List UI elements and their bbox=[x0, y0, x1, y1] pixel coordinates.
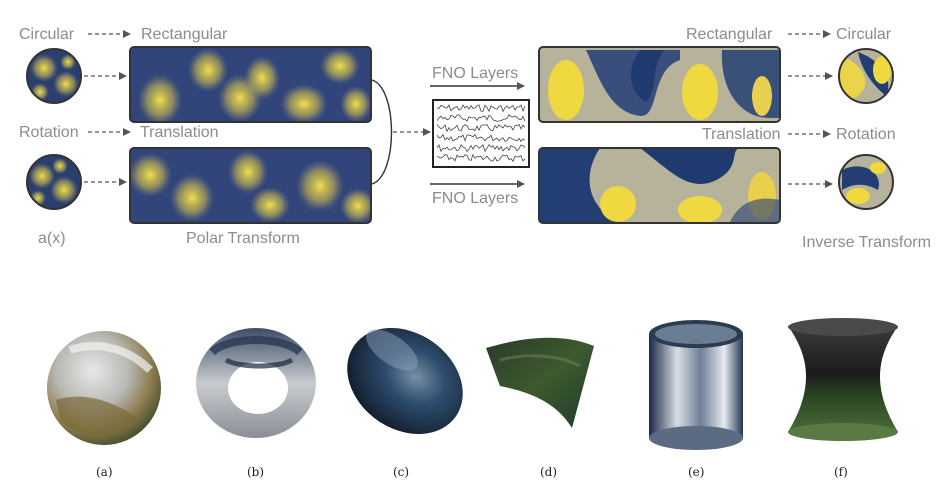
label-circular-left: Circular bbox=[19, 26, 75, 43]
caption-b: (b) bbox=[247, 465, 265, 479]
shape-cylinder bbox=[649, 320, 743, 450]
label-inverse-transform: Inverse Transform bbox=[802, 234, 931, 251]
input-circle-top bbox=[27, 49, 81, 103]
caption-d: (d) bbox=[540, 465, 558, 479]
input-circle-bottom bbox=[27, 155, 81, 209]
polar-field-top-border bbox=[129, 46, 372, 123]
output-field-top bbox=[539, 47, 780, 122]
label-input-function: a(x) bbox=[38, 230, 66, 247]
label-translation-left: Translation bbox=[140, 124, 219, 141]
shape-ellipsoid bbox=[347, 327, 463, 435]
label-rotation-right: Rotation bbox=[836, 126, 896, 143]
caption-c: (c) bbox=[393, 465, 410, 479]
caption-f: (f) bbox=[834, 465, 848, 479]
merge-bracket bbox=[371, 79, 393, 185]
label-fno-top: FNO Layers bbox=[432, 65, 519, 82]
fno-signal-lines bbox=[436, 104, 526, 163]
input-circle-bottom-border bbox=[26, 154, 82, 210]
label-polar-transform: Polar Transform bbox=[186, 230, 300, 247]
caption-e: (e) bbox=[688, 465, 705, 479]
output-circle-top-border bbox=[838, 48, 894, 104]
polar-field-bottom-border bbox=[129, 147, 372, 224]
caption-a: (a) bbox=[96, 465, 113, 479]
shape-curved-patch bbox=[486, 337, 594, 428]
label-translation-right: Translation bbox=[702, 126, 781, 143]
label-rectangular-left: Rectangular bbox=[141, 26, 228, 43]
shape-sphere bbox=[47, 331, 161, 445]
label-rotation-left: Rotation bbox=[19, 124, 79, 141]
output-circle-bottom-border bbox=[838, 154, 894, 210]
label-circular-right: Circular bbox=[836, 26, 892, 43]
output-field-bottom-border bbox=[538, 147, 781, 224]
polar-field-bottom bbox=[130, 148, 371, 223]
output-field-top-border bbox=[538, 46, 781, 123]
label-fno-bottom: FNO Layers bbox=[432, 190, 519, 207]
polar-field-top bbox=[130, 47, 371, 122]
shape-hyperboloid bbox=[788, 318, 898, 441]
output-circle-bottom bbox=[839, 155, 893, 209]
shape-torus bbox=[196, 328, 316, 438]
output-circle-top bbox=[839, 49, 893, 103]
output-field-bottom bbox=[539, 148, 780, 223]
label-rectangular-right: Rectangular bbox=[686, 26, 773, 43]
input-circle-top-border bbox=[26, 48, 82, 104]
